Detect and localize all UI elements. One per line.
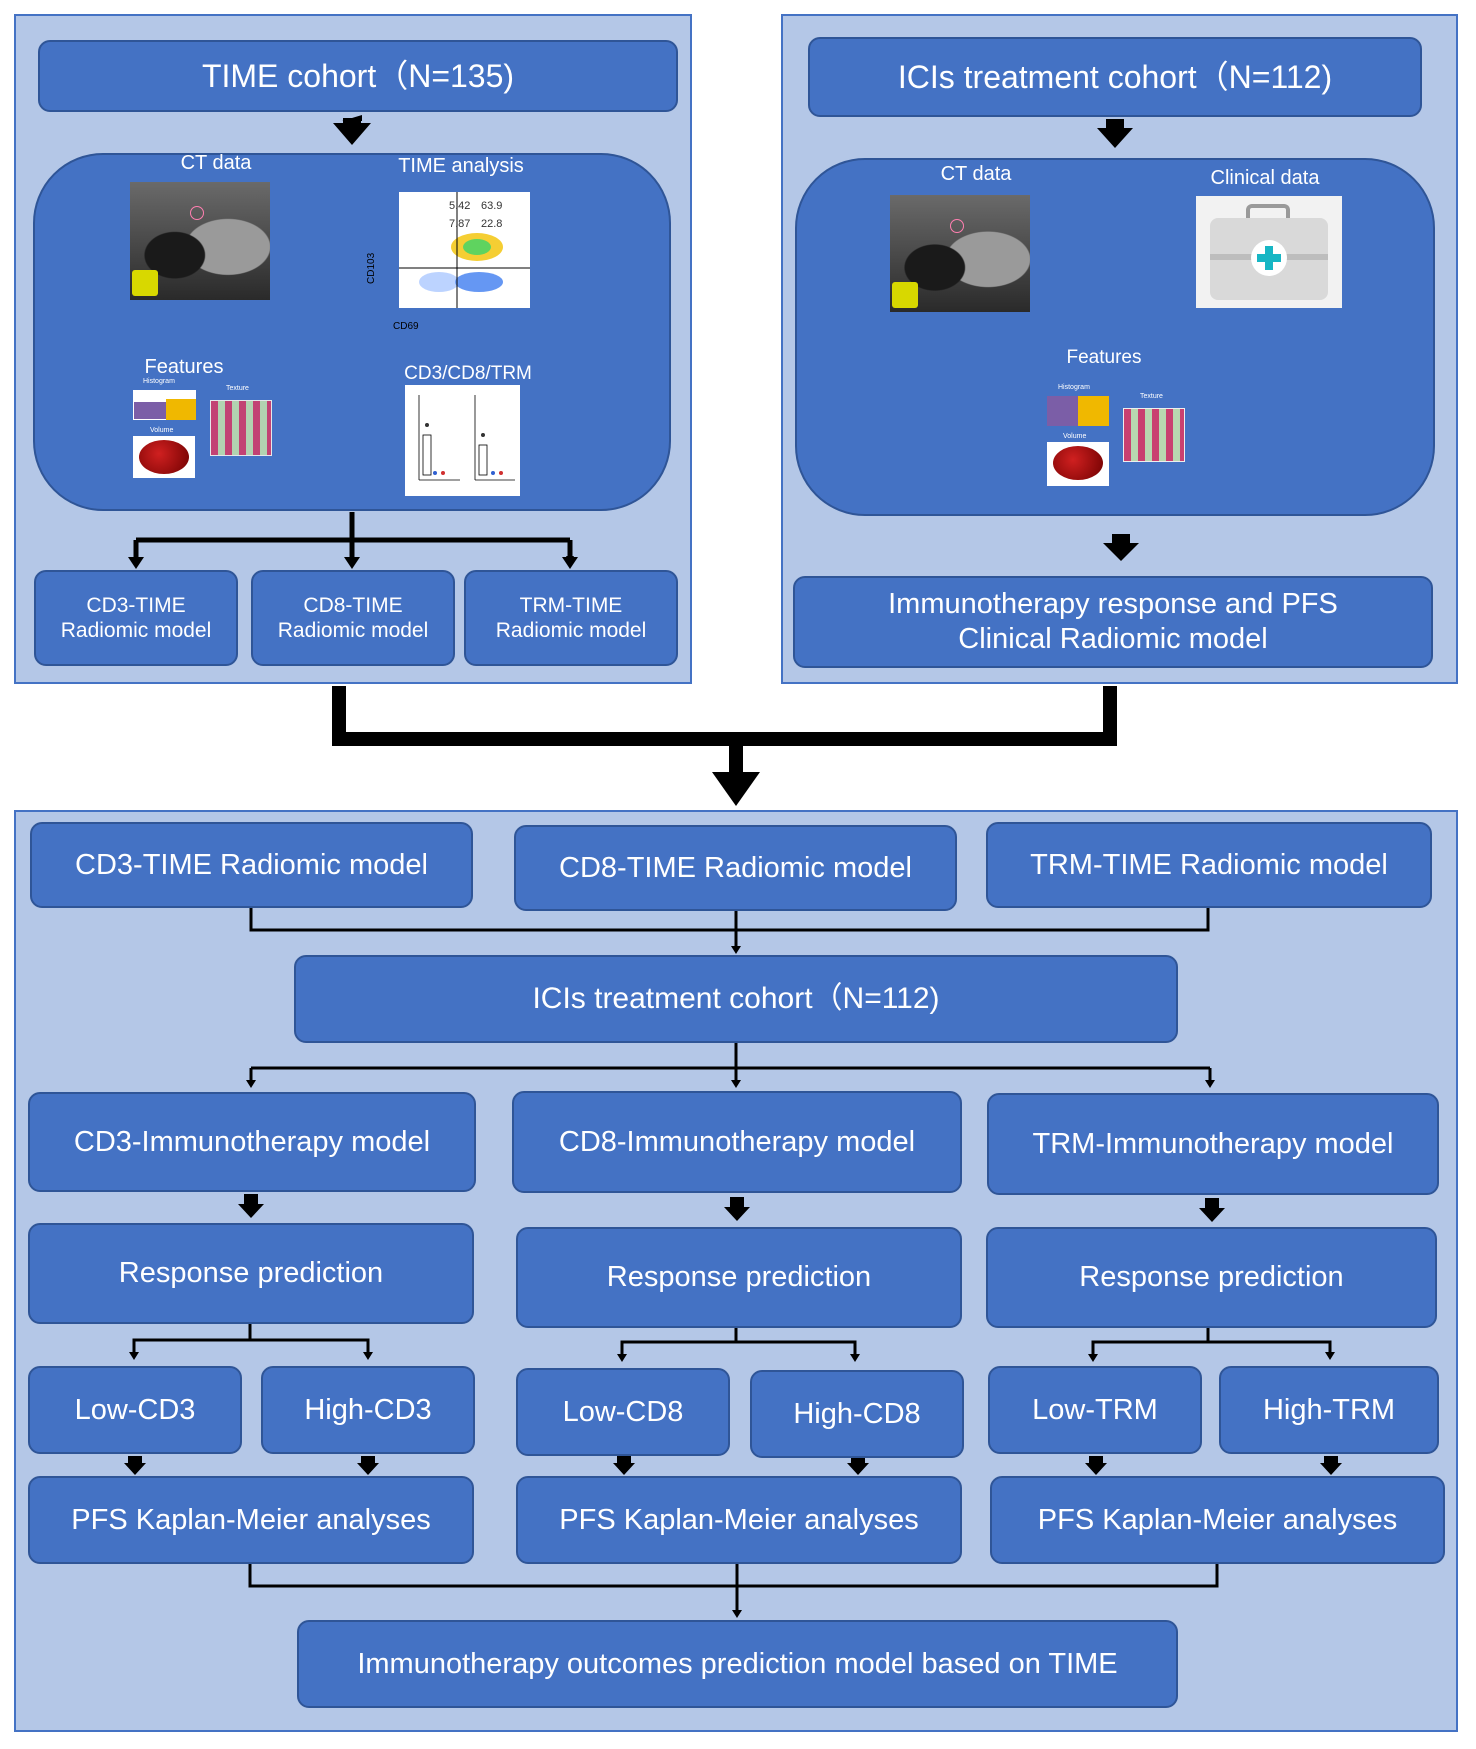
- high-cd3-box: High-CD3: [261, 1366, 475, 1454]
- low-trm-box: Low-TRM: [988, 1366, 1202, 1454]
- trm-time-radiomic-model-box: TRM-TIME Radiomic model: [464, 570, 678, 666]
- icis-ct-data-label: CT data: [940, 163, 1012, 185]
- time-analysis-label: TIME analysis: [398, 155, 524, 177]
- high-cd8-box: High-CD8: [750, 1370, 964, 1458]
- markers-label: CD3/CD8/TRM: [404, 363, 532, 384]
- tumor-marker: [190, 206, 204, 220]
- icis-cohort-box: ICIs treatment cohort（N=112): [294, 955, 1178, 1043]
- cd8-km-analysis-box: PFS Kaplan-Meier analyses: [516, 1476, 962, 1564]
- trm-response-prediction-box: Response prediction: [986, 1227, 1437, 1328]
- medical-kit-icon: [1196, 196, 1342, 308]
- low-cd8-box: Low-CD8: [516, 1368, 730, 1456]
- icis-ct-scan-image: [890, 195, 1030, 312]
- high-trm-box: High-TRM: [1219, 1366, 1439, 1454]
- flow-q1: 5.42: [449, 200, 471, 212]
- final-prediction-model-box: Immunotherapy outcomes prediction model …: [297, 1620, 1178, 1708]
- icis-volume-render-icon: [1047, 442, 1109, 486]
- icis-volume-label: Volume: [1063, 433, 1087, 440]
- lung-icon: [132, 270, 158, 296]
- histogram-label: Histogram: [143, 378, 175, 385]
- low-cd3-box: Low-CD3: [28, 1366, 242, 1454]
- texture-grid-icon: [210, 400, 272, 456]
- icis-texture-label: Texture: [1140, 393, 1163, 400]
- marker-boxplots: [405, 385, 520, 496]
- cd8-response-prediction-box: Response prediction: [516, 1227, 962, 1328]
- flow-q4: 22.8: [481, 218, 503, 230]
- histogram-icon-2: [166, 390, 196, 420]
- trm-km-analysis-box: PFS Kaplan-Meier analyses: [990, 1476, 1445, 1564]
- trm-immunotherapy-model-box: TRM-Immunotherapy model: [987, 1093, 1439, 1195]
- cd8-time-radiomic-model-box: CD8-TIME Radiomic model: [251, 570, 455, 666]
- icis-histogram-icon: [1047, 396, 1109, 426]
- clinical-data-label: Clinical data: [1210, 167, 1320, 189]
- immunotherapy-response-pfs-box: Immunotherapy response and PFS Clinical …: [793, 576, 1433, 668]
- flow-q2: 63.9: [481, 200, 503, 212]
- cd3-time-radiomic-model-box: CD3-TIME Radiomic model: [34, 570, 238, 666]
- icis-features-label: Features: [1066, 347, 1142, 368]
- texture-label: Texture: [226, 385, 249, 392]
- ct-data-label: CT data: [180, 152, 252, 174]
- icis-histogram-label: Histogram: [1058, 384, 1090, 391]
- flow-y-axis: CD103: [366, 252, 377, 284]
- flow-cytometry-plot: 5.42 63.9 7.87 22.8: [399, 192, 530, 308]
- volume-label: Volume: [150, 427, 174, 434]
- volume-render-icon: [133, 436, 195, 478]
- icis-cohort-title: ICIs treatment cohort（N=112): [808, 37, 1422, 117]
- cd3-response-prediction-box: Response prediction: [28, 1223, 474, 1324]
- lung-icon: [892, 282, 918, 308]
- tumor-marker: [950, 219, 964, 233]
- flow-scatter: [399, 192, 530, 308]
- features-label: Features: [144, 356, 224, 378]
- cd3-km-analysis-box: PFS Kaplan-Meier analyses: [28, 1476, 474, 1564]
- cd3-time-radiomic-model-row: CD3-TIME Radiomic model: [30, 822, 473, 908]
- arrow-down: [333, 115, 371, 145]
- cd8-immunotherapy-model-box: CD8-Immunotherapy model: [512, 1091, 962, 1193]
- boxplot-figure: [418, 395, 515, 481]
- ct-scan-image: [130, 182, 270, 300]
- trm-time-radiomic-model-row: TRM-TIME Radiomic model: [986, 822, 1432, 908]
- cd8-time-radiomic-model-row: CD8-TIME Radiomic model: [514, 825, 957, 911]
- time-analysis-area: [33, 153, 671, 511]
- time-cohort-title: TIME cohort（N=135): [38, 40, 678, 112]
- flow-q3: 7.87: [449, 218, 471, 230]
- icis-texture-grid-icon: [1123, 408, 1185, 462]
- cd3-immunotherapy-model-box: CD3-Immunotherapy model: [28, 1092, 476, 1192]
- flow-x-axis: CD69: [393, 321, 419, 332]
